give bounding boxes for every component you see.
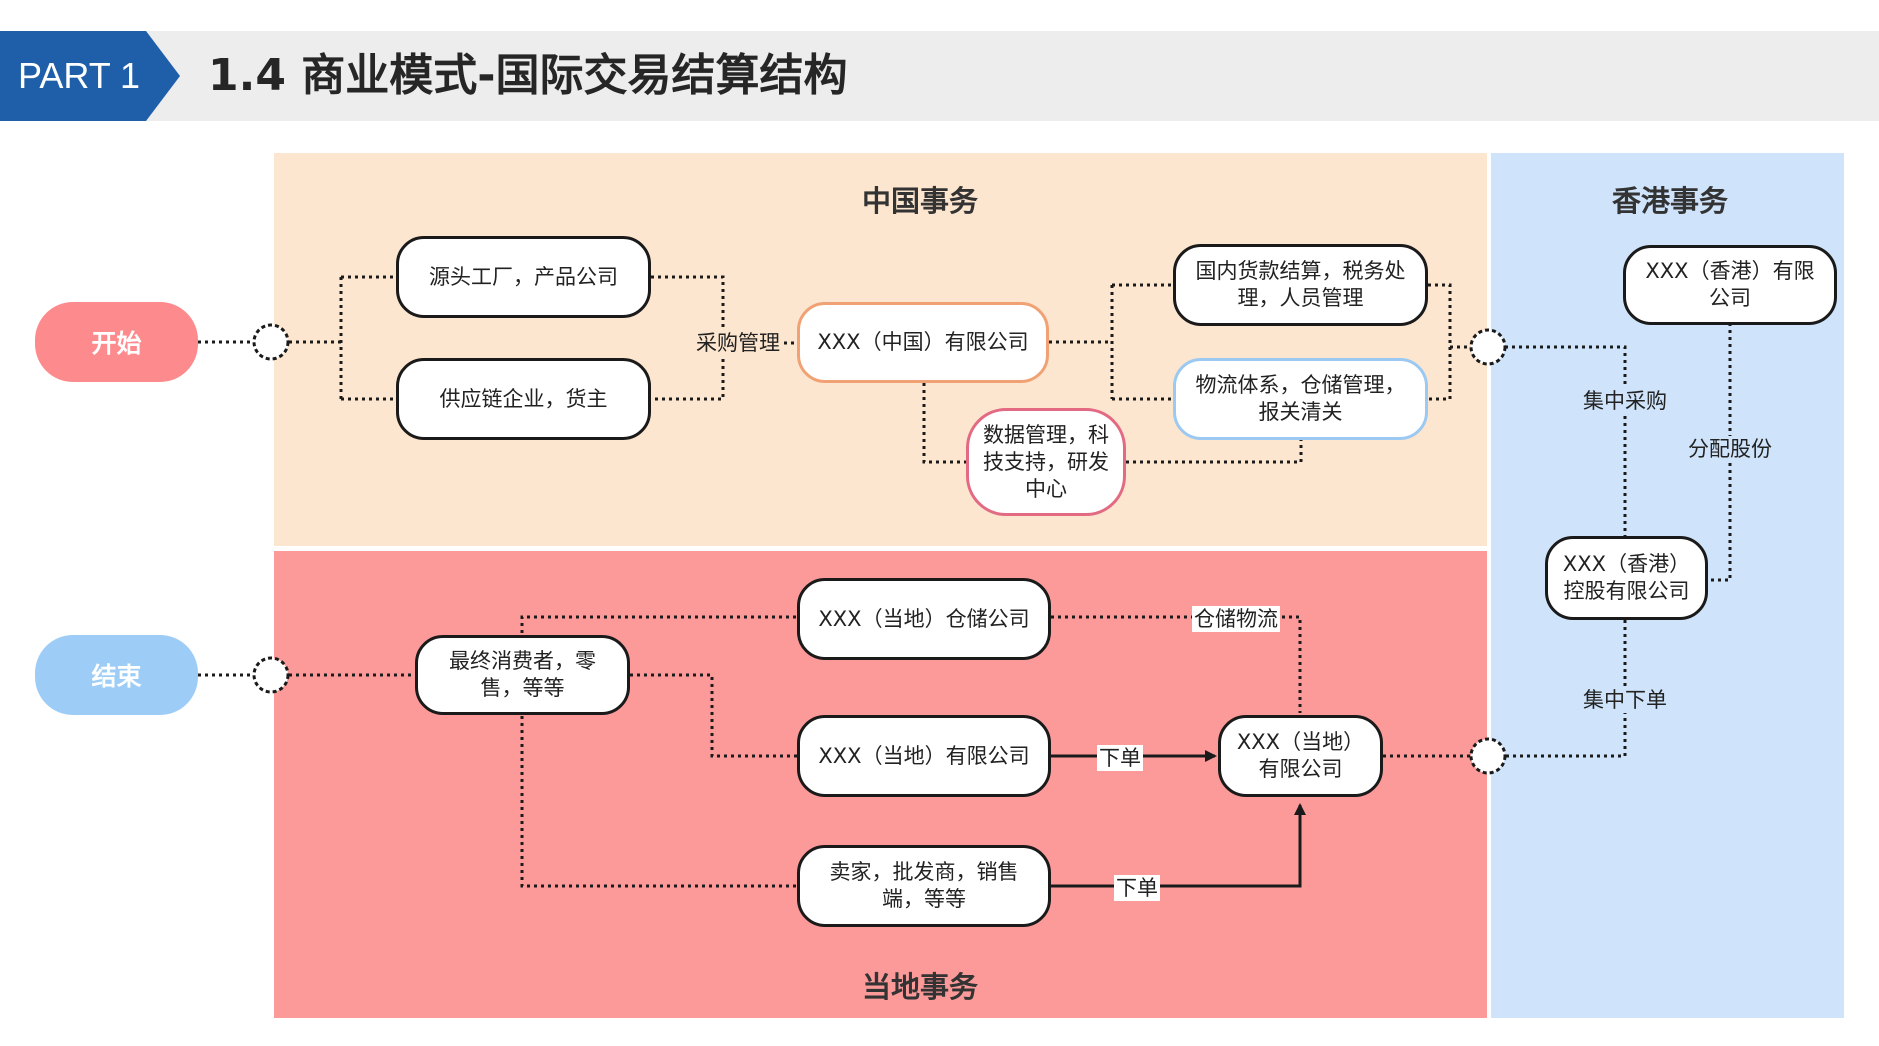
china-region-title: 中国事务 bbox=[861, 184, 978, 218]
part-badge bbox=[0, 31, 180, 121]
sellers-node: 卖家，批发商，销售端，等等 bbox=[797, 845, 1051, 927]
end-pill: 结束 bbox=[35, 635, 198, 715]
hk-holding-node: XXX（香港）控股有限公司 bbox=[1545, 536, 1708, 620]
consumer-node: 最终消费者，零售，等等 bbox=[415, 635, 630, 715]
hk-bottom-junction bbox=[1469, 737, 1507, 775]
central-order-label: 集中下单 bbox=[1581, 687, 1669, 713]
hk-limited-node: XXX（香港）有限公司 bbox=[1623, 245, 1837, 325]
end-junction bbox=[252, 656, 290, 694]
share-distribution-label: 分配股份 bbox=[1686, 436, 1774, 462]
warehouse-logistics-label: 仓储物流 bbox=[1192, 606, 1280, 632]
china-company-node: XXX（中国）有限公司 bbox=[797, 302, 1049, 383]
domestic-settlement-node: 国内货款结算，税务处理，人员管理 bbox=[1173, 244, 1428, 326]
supply-chain-node: 供应链企业，货主 bbox=[396, 358, 651, 440]
central-purchase-label: 集中采购 bbox=[1581, 388, 1669, 414]
local-limited-left-node: XXX（当地）有限公司 bbox=[797, 715, 1051, 797]
hk-region-title: 香港事务 bbox=[1611, 184, 1728, 218]
page-title: 1.4 商业模式-国际交易结算结构 bbox=[208, 50, 848, 101]
start-pill: 开始 bbox=[35, 302, 198, 382]
local-warehouse-node: XXX（当地）仓储公司 bbox=[797, 578, 1051, 660]
part-label: PART 1 bbox=[18, 55, 141, 96]
hk-top-junction bbox=[1469, 328, 1507, 366]
start-junction bbox=[252, 323, 290, 361]
data-center-node: 数据管理，科技支持，研发中心 bbox=[966, 408, 1126, 516]
order-label-1: 下单 bbox=[1097, 745, 1143, 771]
logistics-node: 物流体系，仓储管理，报关清关 bbox=[1173, 358, 1428, 440]
procurement-mgmt-label: 采购管理 bbox=[694, 330, 782, 356]
order-label-2: 下单 bbox=[1114, 875, 1160, 901]
header-strip bbox=[0, 31, 1879, 121]
local-region-title: 当地事务 bbox=[861, 970, 978, 1004]
factory-node: 源头工厂，产品公司 bbox=[396, 236, 651, 318]
local-limited-right-node: XXX（当地）有限公司 bbox=[1218, 715, 1383, 797]
